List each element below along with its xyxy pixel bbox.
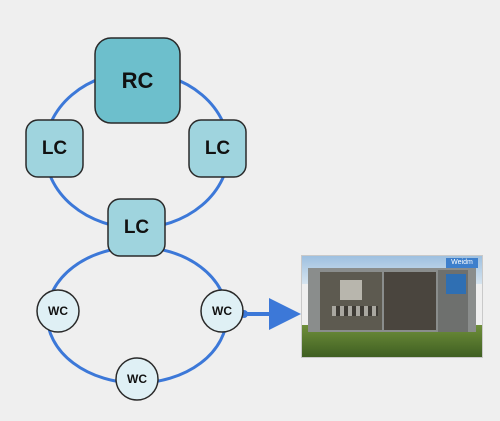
wc-node-bottom-label: WC [127,372,147,386]
lc-node-left-label: LC [42,138,68,159]
wc-node-bottom[interactable]: WC [115,357,159,401]
cabinet-battery-unit [446,274,466,294]
lc-node-bottom-label: LC [124,217,150,238]
cabinet-controller-box [340,280,362,300]
cabinet-open-middle-bay [384,272,436,330]
lc-node-right-label: LC [205,138,231,159]
field-cabinet-photo: Weidm [301,255,483,358]
cabinet-manifold [332,306,378,316]
brand-logo: Weidm [446,258,478,268]
wc-node-right-label: WC [212,304,232,318]
wc-node-left-label: WC [48,304,68,318]
rc-node-label: RC [122,68,154,93]
lc-node-left[interactable]: LC [25,119,84,178]
wc-node-right[interactable]: WC [200,289,244,333]
rc-node[interactable]: RC [94,37,181,124]
lc-node-right[interactable]: LC [188,119,247,178]
lc-node-bottom[interactable]: LC [107,198,166,257]
wc-node-left[interactable]: WC [36,289,80,333]
